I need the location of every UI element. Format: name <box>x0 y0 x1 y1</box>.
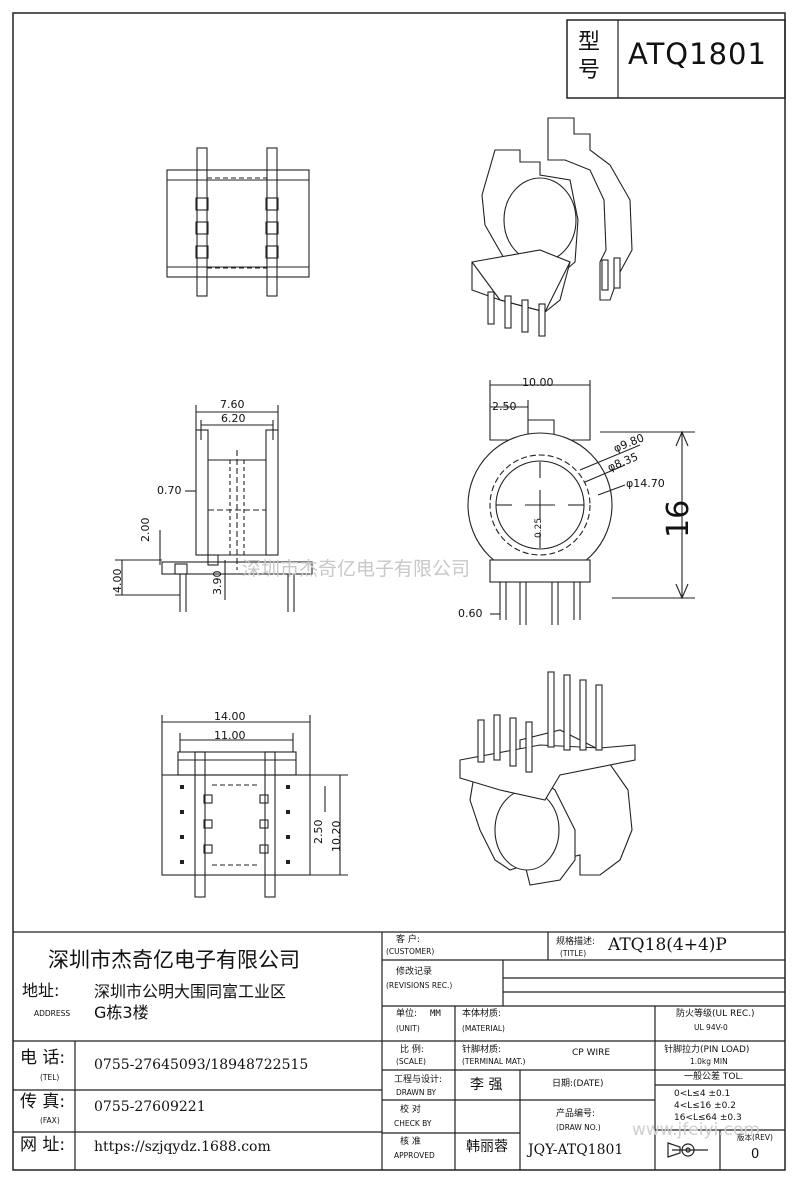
dim-3-90: 3.90 <box>211 570 224 596</box>
revisions-en: (REVISIONS REC.) <box>386 981 453 990</box>
dim-11-00: 11.00 <box>214 729 246 742</box>
dim-10-00: 10.00 <box>522 376 554 389</box>
address-label-en: ADDRESS <box>34 1009 71 1018</box>
drawn-value: 李 强 <box>470 1077 503 1093</box>
watermark-corner: www.jfeiyi.com <box>632 1120 760 1140</box>
title-cn: 规格描述: <box>556 937 596 947</box>
address-line-1: 深圳市公明大围同富工业区 <box>94 982 287 1001</box>
tol-1: 0<L≤4 ±0.1 <box>674 1089 731 1099</box>
sheet-frame <box>12 12 786 1171</box>
dim-2-00: 2.00 <box>139 517 152 543</box>
tel-label: 电 话: <box>20 1048 66 1068</box>
dim-0-70: 0.70 <box>157 484 182 497</box>
fax-label-en: (FAX) <box>40 1116 60 1125</box>
unit-value: MM <box>430 1009 441 1019</box>
unit-cn: 单位: <box>396 1009 418 1019</box>
approved-cn: 核 准 <box>400 1137 421 1147</box>
fax-value: 0755-27609221 <box>94 1099 206 1115</box>
dim-6-20: 6.20 <box>221 412 246 425</box>
dim-2-50-bottom: 2.50 <box>312 819 325 845</box>
check-en: CHECK BY <box>394 1119 432 1128</box>
title-block-grid <box>13 931 785 1170</box>
model-number: ATQ1801 <box>628 37 767 71</box>
scale-en: (SCALE) <box>396 1057 426 1066</box>
ul-cn: 防火等级(UL REC.) <box>676 1009 755 1019</box>
ul-value: UL 94V-0 <box>694 1023 728 1032</box>
title-en: (TITLE) <box>560 949 587 958</box>
date-cn: 日期:(DATE) <box>552 1079 604 1089</box>
watermark-text: 深圳市杰奇亿电子有限公司 <box>242 558 471 580</box>
company-name: 深圳市杰奇亿电子有限公司 <box>48 948 300 972</box>
partno-en: (DRAW NO.) <box>556 1123 601 1132</box>
tel-label-en: (TEL) <box>40 1073 60 1082</box>
revisions-cn: 修改记录 <box>396 967 433 977</box>
drawn-cn: 工程与设计: <box>394 1075 443 1085</box>
dim-0-25: 0.25 <box>534 517 544 538</box>
title-value: ATQ18(4+4)P <box>608 935 727 955</box>
terminal-en: (TERMINAL MAT.) <box>462 1057 526 1066</box>
dim-10-20: 10.20 <box>330 820 343 853</box>
material-cn: 本体材质: <box>462 1009 502 1019</box>
pinload-cn: 针脚拉力(PIN LOAD) <box>664 1045 750 1055</box>
dim-14-00: 14.00 <box>214 710 246 723</box>
side-view-top <box>166 147 310 297</box>
dim-16: 16 <box>661 499 696 538</box>
address-line-2: G栋3楼 <box>94 1003 149 1022</box>
rev-cn: 版本(REV) <box>737 1133 773 1142</box>
scale-cn: 比 例: <box>400 1045 424 1055</box>
iso-view-top <box>471 117 633 337</box>
dim-2-50-top: 2.50 <box>492 400 517 413</box>
model-label-1: 型 <box>578 30 601 55</box>
address-label: 地址: <box>22 981 60 1000</box>
customer-cn: 客 户: <box>396 935 420 945</box>
fax-label: 传 真: <box>20 1092 66 1112</box>
partno-cn: 产品编号: <box>556 1109 596 1119</box>
tel-value: 0755-27645093/18948722515 <box>94 1057 309 1073</box>
terminal-cn: 针脚材质: <box>462 1045 502 1055</box>
check-cn: 校 对 <box>400 1105 421 1115</box>
drawn-en: DRAWN BY <box>396 1088 437 1097</box>
plan-view-bottom <box>161 715 348 898</box>
dim-0-60: 0.60 <box>458 607 483 620</box>
dim-4-00: 4.00 <box>111 568 124 594</box>
tol-2: 4<L≤16 ±0.2 <box>674 1101 736 1111</box>
partno-value: JQY-ATQ1801 <box>528 1142 624 1158</box>
unit-en: (UNIT) <box>396 1024 420 1033</box>
tol-3: 16<L≤64 ±0.3 <box>674 1113 742 1123</box>
iso-view-bottom <box>459 671 636 886</box>
flange-view-mid <box>467 380 695 625</box>
approved-en: APPROVED <box>394 1151 435 1160</box>
rev-value: 0 <box>751 1147 760 1162</box>
web-value: https://szjqydz.1688.com <box>94 1139 271 1155</box>
model-label-2: 号 <box>578 58 601 83</box>
model-box <box>566 19 786 99</box>
dim-7-60: 7.60 <box>220 398 245 411</box>
dim-phi-14-70: φ14.70 <box>626 477 665 490</box>
pinload-value: 1.0kg MIN <box>690 1057 728 1066</box>
approved-value: 韩丽蓉 <box>466 1139 508 1155</box>
web-label: 网 址: <box>20 1135 66 1155</box>
terminal-value: CP WIRE <box>572 1048 611 1058</box>
material-en: (MATERIAL) <box>462 1024 505 1033</box>
customer-en: (CUSTOMER) <box>386 947 435 956</box>
front-view-mid <box>115 405 313 612</box>
tol-title: 一般公差 TOL. <box>684 1072 744 1082</box>
